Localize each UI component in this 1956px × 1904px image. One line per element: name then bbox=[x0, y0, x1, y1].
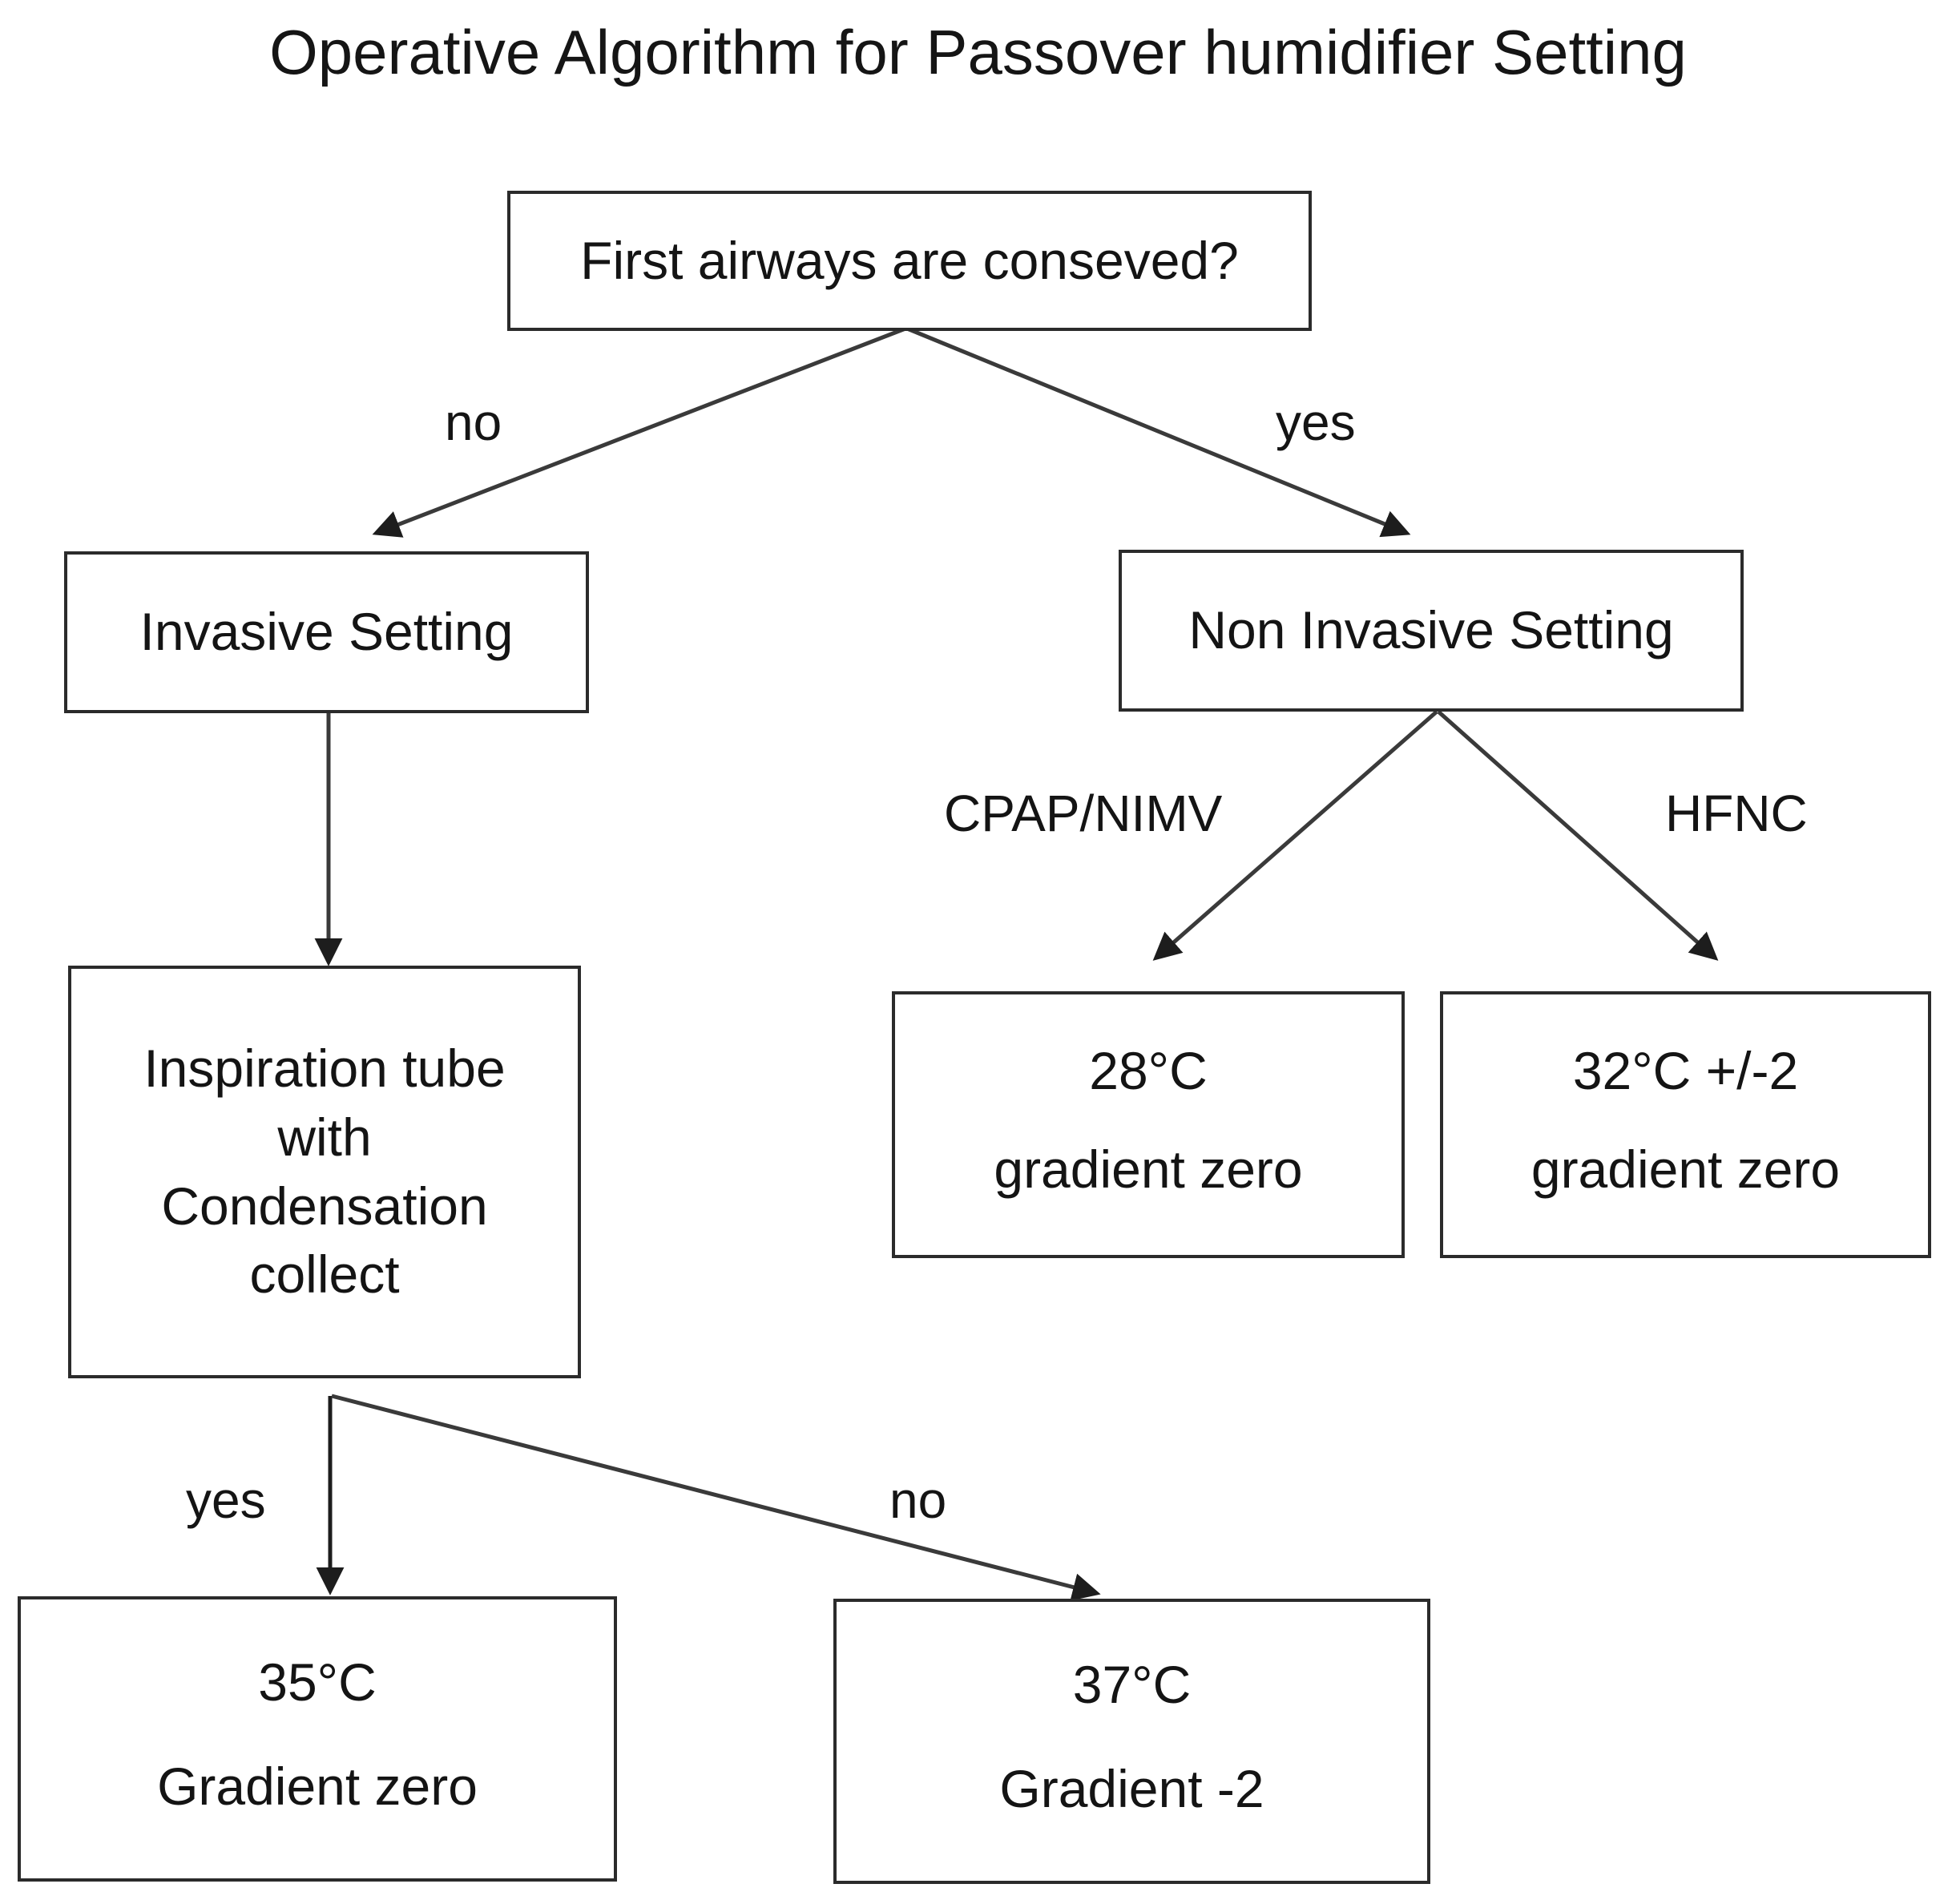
node-result-no-gradient: Gradient -2 bbox=[999, 1759, 1264, 1819]
node-root-label: First airways are conseved? bbox=[580, 230, 1239, 290]
node-inspiration-tube-line4: collect bbox=[249, 1244, 400, 1305]
node-result-no-temperature: 37°C bbox=[1072, 1654, 1192, 1714]
node-hfnc-gradient: gradient zero bbox=[1531, 1140, 1841, 1200]
edge-label-root-no: no bbox=[445, 393, 502, 451]
edge-label-root-yes: yes bbox=[1276, 393, 1356, 451]
node-result-yes-gradient: Gradient zero bbox=[157, 1757, 478, 1817]
page-title: Operative Algorithm for Passover humidif… bbox=[269, 17, 1687, 87]
edge-label-hfnc: HFNC bbox=[1665, 785, 1808, 842]
node-result-no[interactable]: 37°C Gradient -2 bbox=[833, 1599, 1430, 1884]
node-cpap-result[interactable]: 28°C gradient zero bbox=[892, 991, 1405, 1258]
node-result-yes-temperature: 35°C bbox=[258, 1652, 377, 1712]
edge-label-tube-no: no bbox=[889, 1471, 947, 1529]
node-hfnc-temperature: 32°C +/-2 bbox=[1572, 1041, 1799, 1101]
edge-label-tube-yes: yes bbox=[186, 1471, 266, 1529]
node-invasive-setting[interactable]: Invasive Setting bbox=[64, 551, 589, 713]
node-hfnc-result[interactable]: 32°C +/-2 gradient zero bbox=[1440, 991, 1931, 1258]
node-invasive-label: Invasive Setting bbox=[139, 602, 514, 662]
edge-label-cpap-nimv: CPAP/NIMV bbox=[944, 785, 1223, 842]
node-inspiration-tube-line1: Inspiration tube bbox=[143, 1038, 506, 1098]
edge-tube-no bbox=[331, 1394, 1101, 1601]
node-non-invasive-label: Non Invasive Setting bbox=[1188, 600, 1674, 660]
node-non-invasive-setting[interactable]: Non Invasive Setting bbox=[1119, 550, 1744, 712]
node-cpap-temperature: 28°C bbox=[1089, 1041, 1208, 1101]
node-cpap-gradient: gradient zero bbox=[994, 1140, 1303, 1200]
node-root-decision[interactable]: First airways are conseved? bbox=[507, 191, 1312, 331]
node-inspiration-tube-line2: with bbox=[277, 1107, 372, 1167]
node-result-yes[interactable]: 35°C Gradient zero bbox=[18, 1596, 617, 1882]
node-inspiration-tube-line3: Condensation bbox=[161, 1176, 488, 1236]
node-inspiration-tube[interactable]: Inspiration tube with Condensation colle… bbox=[68, 966, 581, 1378]
